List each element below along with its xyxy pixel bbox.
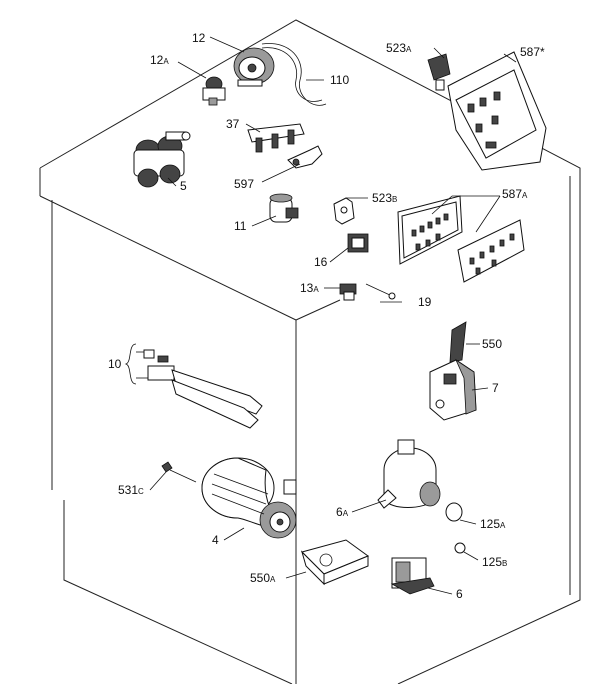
- part-7-door-lock: [429, 358, 477, 421]
- label-13a: 13A: [300, 281, 319, 295]
- part-550a-foam: [300, 539, 370, 586]
- part-6-solenoid: [390, 557, 435, 595]
- label-11: 11: [234, 219, 247, 233]
- label-597: 597: [234, 177, 254, 191]
- part-16-switch: [347, 233, 369, 253]
- part-4-motor: [201, 457, 297, 539]
- part-13a-sensor: [339, 283, 357, 301]
- part-523b-bracket: [333, 197, 355, 225]
- part-587-control-module: [447, 51, 547, 171]
- label-5: 5: [180, 179, 187, 193]
- cabinet-outline: [39, 19, 581, 684]
- label-16: 16: [314, 255, 328, 269]
- part-12a-valve: [202, 76, 226, 106]
- label-550: 550: [482, 337, 502, 351]
- label-37: 37: [226, 117, 240, 131]
- part-6a-pump: [377, 439, 441, 509]
- part-550-lever: [449, 321, 467, 363]
- label-523a: 523A: [386, 41, 412, 55]
- part-523a-connector: [427, 53, 451, 91]
- leader-lines: [149, 36, 517, 595]
- part-19-probe: [365, 283, 396, 300]
- label-12: 12: [192, 31, 206, 45]
- part-587a-boards: [397, 195, 525, 283]
- part-125a-seal: [445, 502, 463, 522]
- part-11-capacitor: [269, 193, 299, 223]
- label-587a: 587A: [502, 187, 528, 201]
- label-7: 7: [492, 381, 499, 395]
- part-12-pressure-switch: [233, 47, 275, 87]
- part-125b-seal: [454, 542, 466, 554]
- label-6a: 6A: [336, 505, 349, 519]
- part-labels: 12 12A 110 523A 587* 37 5 597 523B 587A …: [108, 31, 545, 601]
- part-110-hose: [261, 43, 327, 106]
- label-110: 110: [330, 73, 349, 87]
- part-37-terminal-block: [247, 123, 305, 153]
- label-4: 4: [212, 533, 219, 547]
- label-550a: 550A: [250, 571, 276, 585]
- part-597-bracket: [287, 145, 323, 169]
- label-125b: 125B: [482, 555, 507, 569]
- part-10-brace: [124, 343, 137, 385]
- label-10: 10: [108, 357, 122, 371]
- part-531c-bolt: [161, 461, 197, 483]
- label-125a: 125A: [480, 517, 506, 531]
- part-10-heater: [143, 349, 263, 429]
- label-19: 19: [418, 295, 432, 309]
- label-12a: 12A: [150, 53, 169, 67]
- label-531c: 531C: [118, 483, 144, 497]
- label-6: 6: [456, 587, 463, 601]
- label-523b: 523B: [372, 191, 397, 205]
- label-587-star: 587*: [520, 45, 545, 59]
- part-5-inlet-valve: [133, 131, 191, 188]
